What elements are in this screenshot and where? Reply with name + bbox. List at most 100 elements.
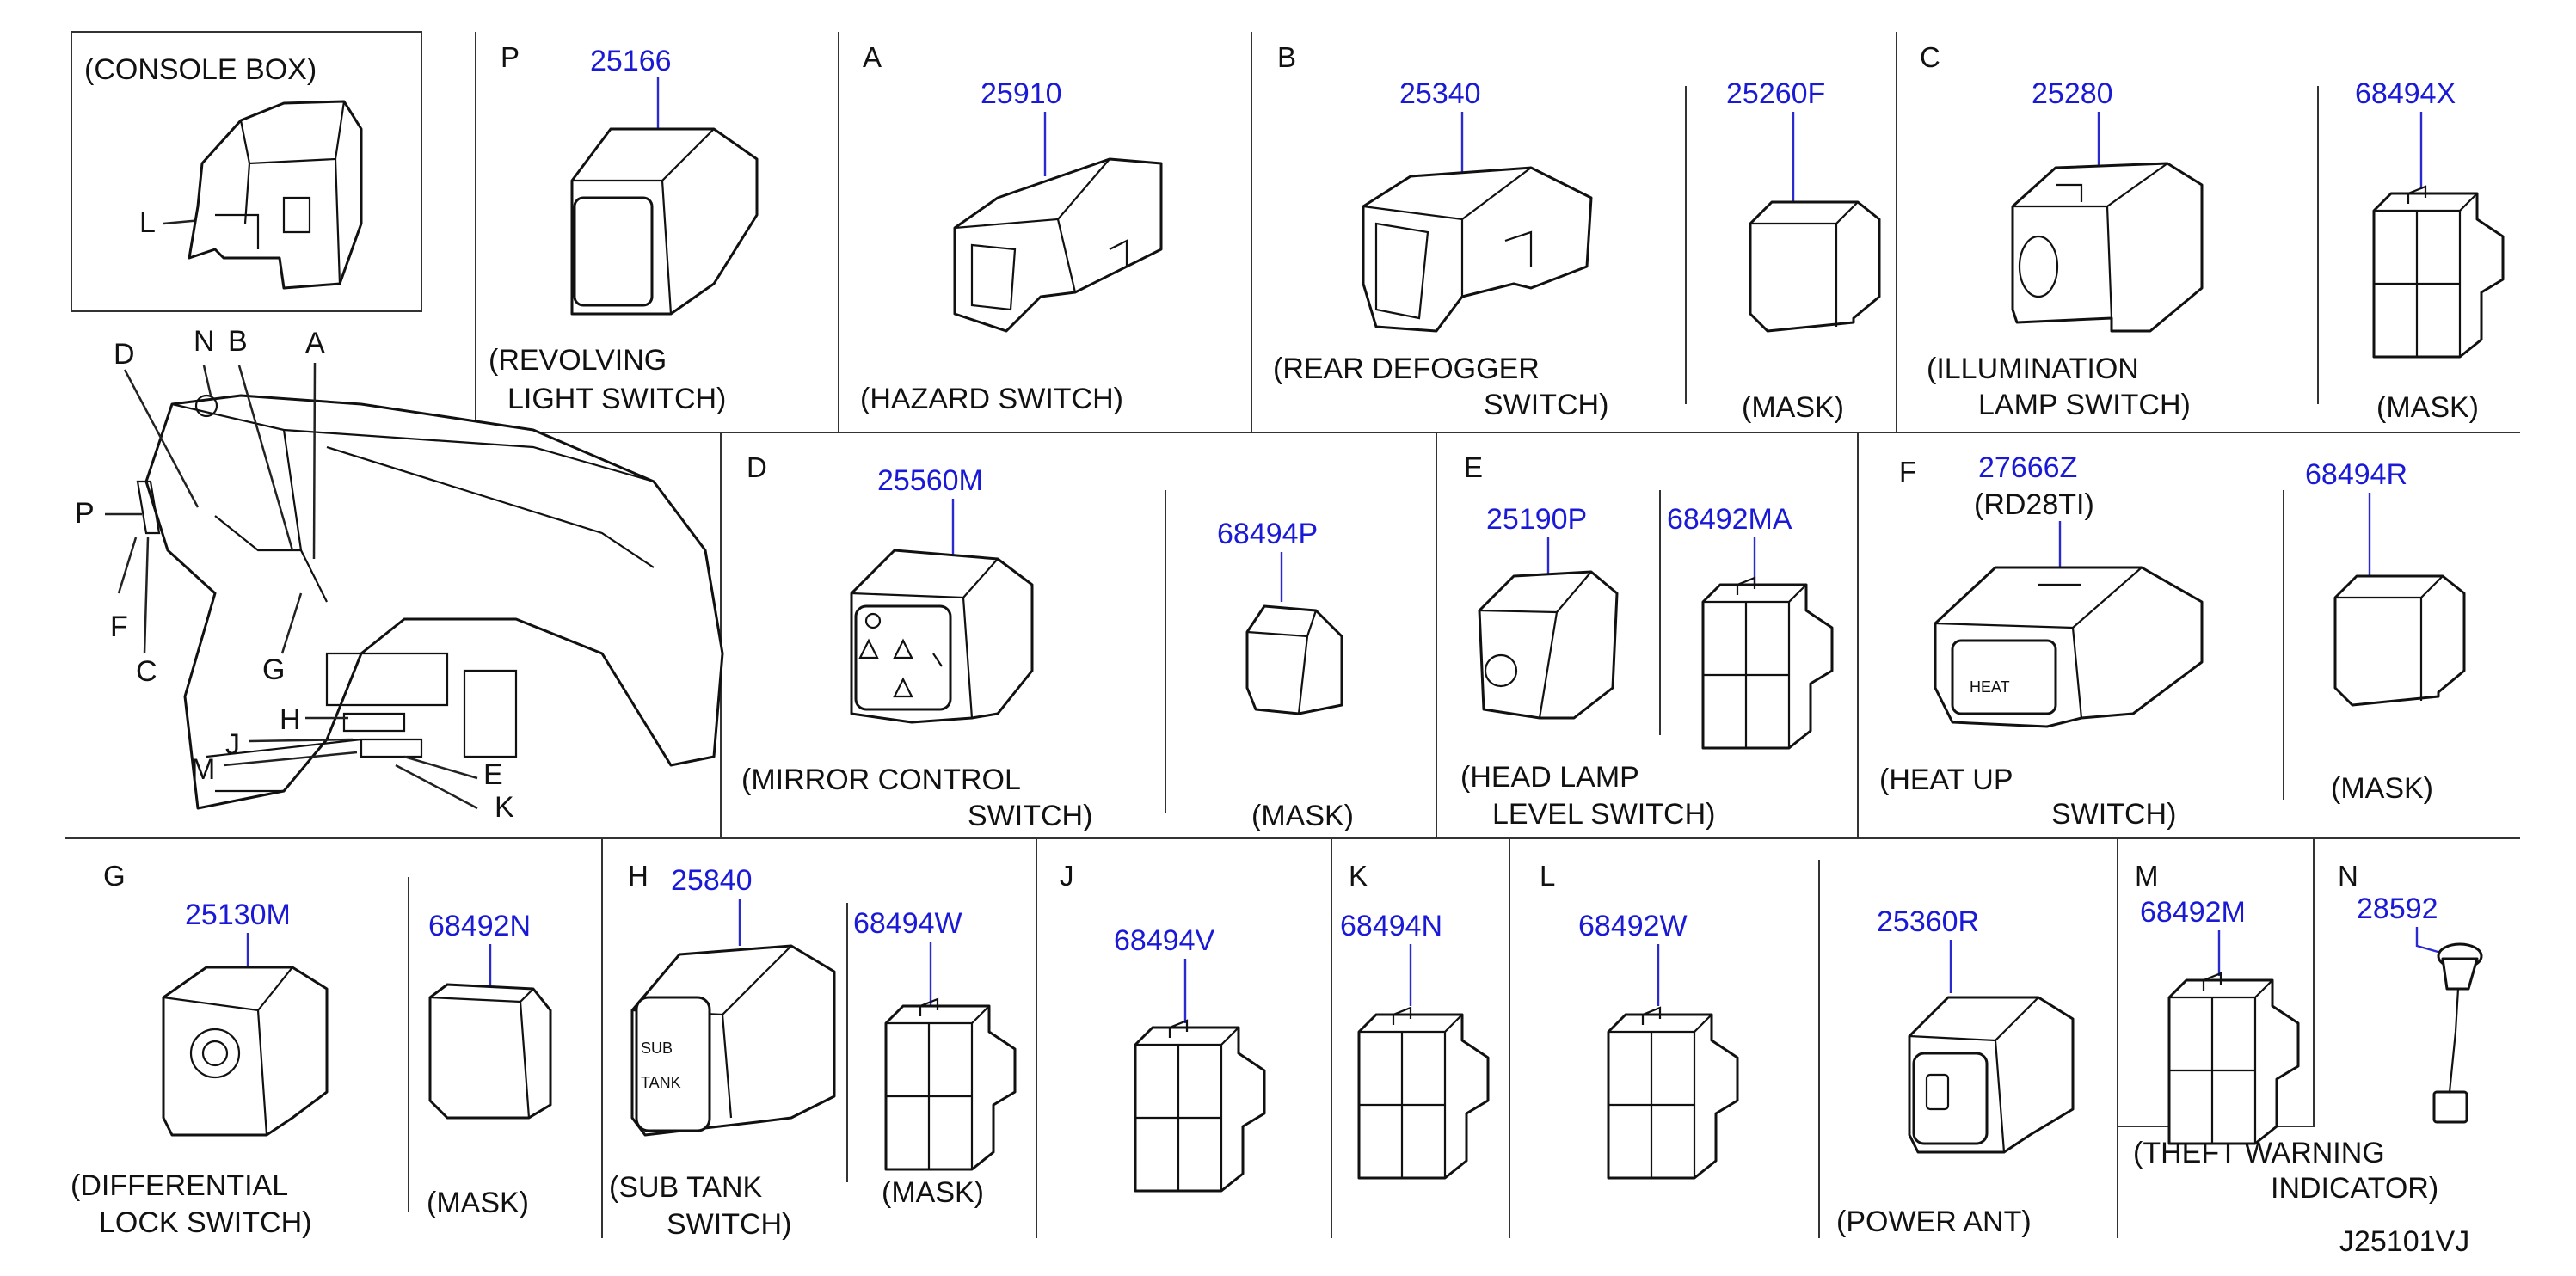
dash-callout-p: P bbox=[75, 497, 95, 530]
part-number-68494p: 68494P bbox=[1217, 518, 1318, 550]
dash-callout-h: H bbox=[280, 703, 301, 736]
section-h: H 25840 SUB TANK 68494W (SUB TANK SWITCH… bbox=[609, 860, 1017, 1241]
part-number-25260f: 25260F bbox=[1726, 77, 1825, 110]
dash-callout-k: K bbox=[495, 791, 514, 824]
caption-mask-d: (MASK) bbox=[1251, 800, 1354, 832]
drawing-id: J25101VJ bbox=[2339, 1225, 2469, 1258]
section-j: J 68494V bbox=[1060, 860, 1266, 1193]
section-e: E 25190P 68492MA (HEAD LAMP LEVEL SWITCH… bbox=[1460, 451, 1834, 831]
part-number-68492w: 68492W bbox=[1578, 910, 1688, 942]
caption-mask-c: (MASK) bbox=[2376, 391, 2479, 424]
part-note-rd28ti: (RD28TI) bbox=[1974, 488, 2094, 521]
part-number-68494w: 68494W bbox=[853, 907, 962, 940]
heat-label: HEAT bbox=[1970, 678, 2010, 696]
caption-differential-2: LOCK SWITCH) bbox=[99, 1206, 311, 1239]
caption-mask-g: (MASK) bbox=[427, 1187, 529, 1219]
console-callout-l: L bbox=[139, 206, 156, 239]
part-number-25190p: 25190P bbox=[1486, 503, 1587, 536]
dash-callout-b: B bbox=[228, 325, 248, 358]
dash-callout-m: M bbox=[191, 753, 215, 786]
section-letter-h: H bbox=[628, 860, 649, 892]
section-letter-k: K bbox=[1349, 860, 1368, 892]
caption-heat-up-1: (HEAT UP bbox=[1879, 764, 2013, 796]
part-number-25130m: 25130M bbox=[185, 899, 291, 931]
section-letter-e: E bbox=[1464, 451, 1483, 483]
caption-mask-b: (MASK) bbox=[1742, 391, 1844, 424]
caption-sub-tank-2: SWITCH) bbox=[667, 1208, 791, 1241]
section-m: M 68492M (THEFT WARNING INDICATOR) bbox=[2133, 860, 2438, 1205]
mask-68494v bbox=[1134, 1019, 1266, 1193]
dash-callout-g: G bbox=[262, 653, 285, 686]
section-a: A 25910 (HAZARD SWITCH) bbox=[860, 41, 1163, 415]
console-box-title: (CONSOLE BOX) bbox=[84, 53, 317, 86]
section-letter-n: N bbox=[2338, 860, 2358, 892]
part-number-68494n: 68494N bbox=[1340, 910, 1442, 942]
part-number-68494x: 68494X bbox=[2355, 77, 2456, 110]
section-letter-l: L bbox=[1540, 860, 1555, 892]
console-box-panel: (CONSOLE BOX) L bbox=[84, 53, 363, 290]
section-b: B 25340 25260F (REAR DEFOGGER SWITCH) (M… bbox=[1273, 41, 1881, 424]
dash-callout-f: F bbox=[110, 610, 128, 643]
section-d: D 25560M 68494P (MIRROR CONTROL SWITCH) … bbox=[741, 451, 1354, 832]
section-letter-d: D bbox=[747, 451, 767, 483]
section-letter-b: B bbox=[1277, 41, 1296, 73]
mask-68494x bbox=[2372, 185, 2505, 359]
section-letter-g: G bbox=[103, 860, 126, 892]
caption-rear-defogger-1: (REAR DEFOGGER bbox=[1273, 353, 1540, 385]
caption-illumination-1: (ILLUMINATION bbox=[1927, 353, 2139, 385]
caption-mask-f: (MASK) bbox=[2331, 772, 2433, 805]
caption-sub-tank-1: (SUB TANK bbox=[609, 1171, 763, 1204]
mask-68494n bbox=[1357, 1006, 1490, 1180]
part-number-68492m: 68492M bbox=[2140, 896, 2246, 929]
mask-25260f bbox=[1749, 200, 1881, 333]
caption-differential-1: (DIFFERENTIAL bbox=[71, 1169, 288, 1202]
mask-68494r bbox=[2333, 574, 2466, 707]
section-letter-f: F bbox=[1899, 456, 1916, 488]
part-number-28592: 28592 bbox=[2357, 893, 2438, 925]
dash-callout-a: A bbox=[305, 327, 325, 359]
section-letter-p: P bbox=[501, 41, 520, 73]
dash-callout-c: C bbox=[136, 655, 157, 688]
mask-68494w bbox=[884, 997, 1017, 1171]
section-g: G 25130M 68492N (DIFFERENTIAL LOCK SWITC… bbox=[71, 860, 552, 1239]
caption-mirror-control-2: SWITCH) bbox=[968, 800, 1092, 832]
section-l: L 68492W 25360R (POWER ANT) bbox=[1540, 860, 2075, 1238]
part-number-25910: 25910 bbox=[981, 77, 1062, 110]
dash-callout-n: N bbox=[194, 325, 215, 358]
section-letter-c: C bbox=[1920, 41, 1940, 73]
section-letter-a: A bbox=[863, 41, 882, 73]
dash-callout-j: J bbox=[225, 728, 240, 761]
part-number-25340: 25340 bbox=[1399, 77, 1481, 110]
section-f: F 27666Z (RD28TI) HEAT 68494R (HEAT UP S… bbox=[1879, 451, 2466, 831]
section-letter-j: J bbox=[1060, 860, 1074, 892]
caption-hazard: (HAZARD SWITCH) bbox=[860, 383, 1123, 415]
part-number-68494v: 68494V bbox=[1114, 924, 1215, 957]
caption-illumination-2: LAMP SWITCH) bbox=[1978, 389, 2191, 421]
part-number-68494r: 68494R bbox=[2305, 458, 2407, 491]
part-number-27666z: 27666Z bbox=[1978, 451, 2077, 484]
dash-callout-d: D bbox=[114, 338, 135, 371]
dash-callout-e: E bbox=[483, 758, 503, 791]
dashboard-overview: D N B A P F C G H J M E K bbox=[75, 325, 724, 824]
part-number-25360r: 25360R bbox=[1877, 905, 1979, 938]
caption-revolving-2: LIGHT SWITCH) bbox=[507, 383, 726, 415]
caption-revolving-1: (REVOLVING bbox=[489, 344, 667, 377]
caption-mirror-control-1: (MIRROR CONTROL bbox=[741, 764, 1021, 796]
section-c: C 25280 68494X (ILLUMINATION LAMP SWITCH… bbox=[1920, 41, 2505, 424]
caption-head-lamp-1: (HEAD LAMP bbox=[1460, 761, 1639, 794]
sub-label-2: TANK bbox=[641, 1074, 681, 1091]
part-number-25560m: 25560M bbox=[877, 464, 983, 497]
sub-label-1: SUB bbox=[641, 1040, 673, 1057]
mask-68492m bbox=[2167, 972, 2300, 1145]
caption-rear-defogger-2: SWITCH) bbox=[1484, 389, 1608, 421]
section-k: K 68494N bbox=[1340, 860, 1490, 1180]
caption-power-ant: (POWER ANT) bbox=[1836, 1205, 2032, 1238]
part-number-68492n: 68492N bbox=[428, 910, 531, 942]
part-number-25840: 25840 bbox=[671, 864, 753, 897]
caption-theft-warning-1: (THEFT WARNING bbox=[2133, 1137, 2385, 1169]
mask-68492w bbox=[1607, 1006, 1739, 1180]
part-number-68492ma: 68492MA bbox=[1667, 503, 1792, 536]
section-letter-m: M bbox=[2135, 860, 2159, 892]
part-number-25280: 25280 bbox=[2032, 77, 2113, 110]
